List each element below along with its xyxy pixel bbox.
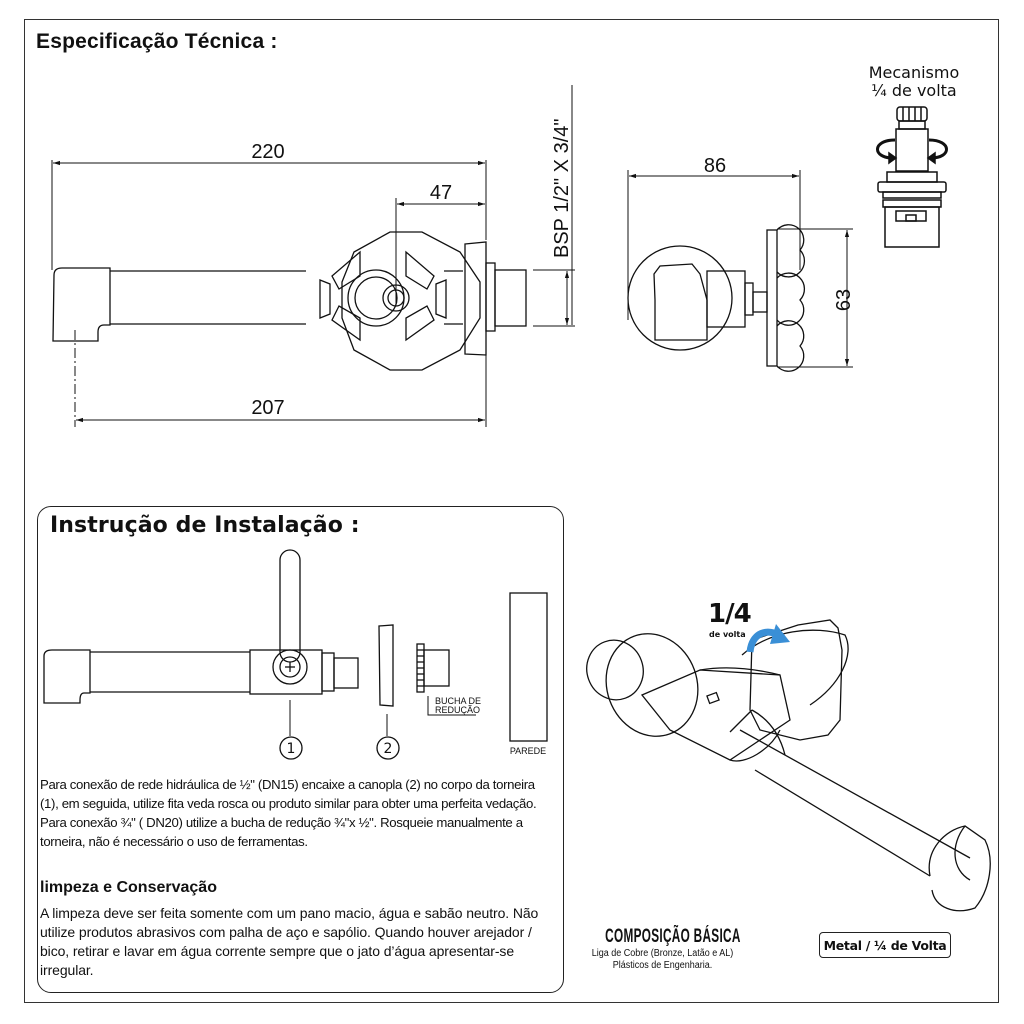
composition-block: COMPOSIÇÃO BÁSICA Liga de Cobre (Bronze,… — [570, 926, 755, 972]
dim-thread: BSP 1/2" X 3/4" — [533, 85, 575, 327]
installation-panel — [37, 506, 564, 993]
quarter-turn-label: de volta — [709, 630, 746, 639]
cleaning-title: limpeza e Conservação — [40, 879, 217, 896]
callout-2: 2 — [384, 741, 393, 757]
spec-title: Especificação Técnica : — [36, 30, 278, 53]
faucet-exploded: 1 — [43, 549, 359, 760]
canopla-part: 2 — [376, 624, 400, 760]
bushing-label-2: REDUÇÃO — [435, 705, 480, 715]
dim-220: 220 — [51, 141, 487, 270]
bushing-label-1: BUCHA DE — [435, 696, 481, 706]
faucet-side-view: 86 63 — [627, 155, 855, 372]
mechanism-line1: Mecanismo — [868, 63, 960, 82]
wall-part: PAREDE — [509, 592, 548, 756]
dim-207-label: 207 — [251, 397, 284, 419]
install-title: Instrução de Instalação : — [50, 513, 360, 538]
page-frame — [24, 19, 999, 1003]
composition-line1: Liga de Cobre (Bronze, Latão e AL) — [591, 948, 734, 959]
wall-label: PAREDE — [510, 746, 546, 756]
bushing-part: BUCHA DE REDUÇÃO — [416, 643, 481, 716]
composition-line2: Plásticos de Engenharia. — [612, 960, 713, 971]
dim-47-label: 47 — [430, 182, 452, 204]
dim-220-label: 220 — [251, 141, 284, 163]
dim-86-label: 86 — [704, 155, 726, 177]
composition-title: COMPOSIÇÃO BÁSICA — [605, 926, 741, 947]
installation-diagram: 1 2 BUCHA DE REDUÇÃO PAREDE — [43, 549, 548, 760]
product-type-badge: Metal / ¼ de Volta — [819, 932, 951, 958]
cartridge-mechanism — [876, 106, 948, 248]
dim-thread-label: BSP 1/2" X 3/4" — [551, 119, 573, 258]
mechanism-line2: ¼ de volta — [871, 81, 957, 100]
mechanism-label: Mecanismo ¼ de volta — [856, 64, 972, 100]
faucet-illustration — [586, 619, 991, 912]
quarter-turn-value: 1/4 — [708, 599, 752, 629]
callout-1: 1 — [287, 741, 296, 757]
technical-drawing: 220 47 207 BSP 1/2" X 3/4" — [51, 85, 948, 427]
dim-63-label: 63 — [833, 289, 855, 311]
install-paragraph: Para conexão de rede hidráulica de ½" (D… — [40, 777, 537, 849]
dim-207: 207 — [74, 330, 487, 427]
faucet-front-view — [52, 208, 527, 371]
cleaning-paragraph: A limpeza deve ser feita somente com um … — [40, 905, 539, 978]
